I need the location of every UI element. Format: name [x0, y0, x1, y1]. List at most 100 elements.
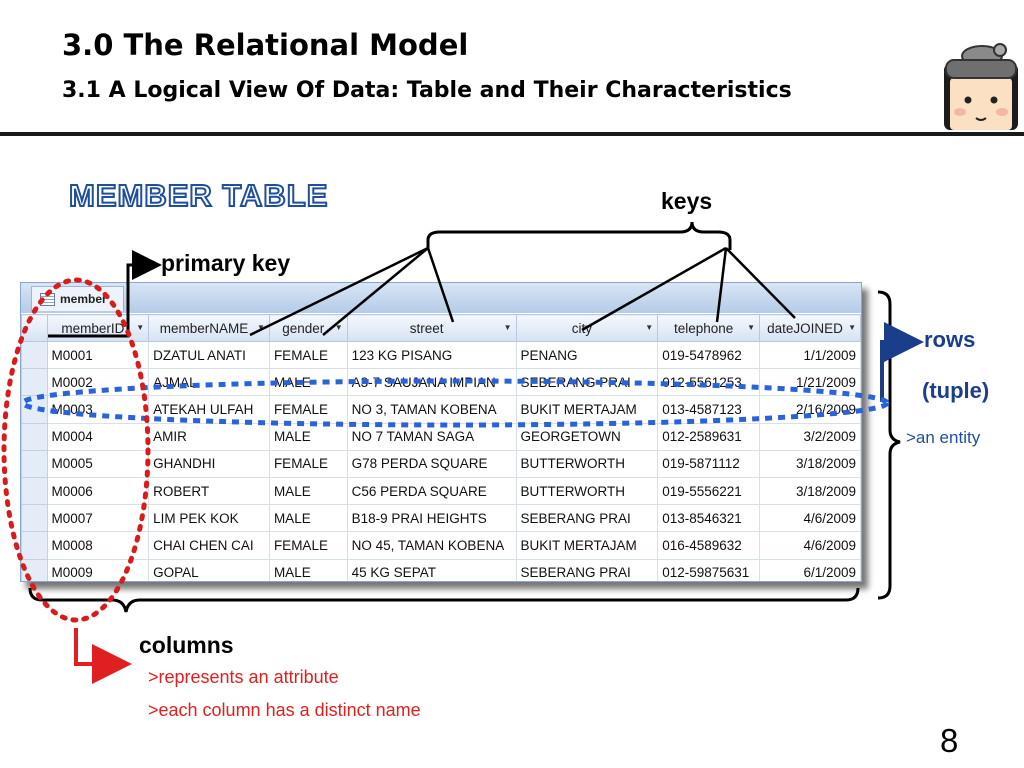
- row-selector[interactable]: [21, 449, 48, 478]
- table-cell[interactable]: BUTTERWORTH: [515, 449, 659, 478]
- table-cell[interactable]: 012-2589631: [657, 422, 761, 451]
- row-selector[interactable]: [21, 368, 48, 397]
- table-cell[interactable]: 016-4589632: [657, 531, 761, 560]
- table-cell[interactable]: SEBERANG PRAI: [515, 504, 659, 533]
- table-cell[interactable]: NO 3, TAMAN KOBENA: [346, 395, 517, 424]
- chevron-down-icon[interactable]: ▼: [334, 323, 343, 332]
- table-cell[interactable]: ROBERT: [148, 476, 270, 506]
- table-cell[interactable]: AMIR: [148, 422, 270, 451]
- table-cell[interactable]: LIM PEK KOK: [148, 504, 270, 533]
- table-cell[interactable]: 45 KG SEPAT: [346, 558, 517, 581]
- column-header-datejoined[interactable]: dateJOINED▼: [759, 314, 861, 342]
- table-cell[interactable]: M0003: [46, 395, 150, 424]
- table-cell[interactable]: GOPAL: [148, 558, 270, 581]
- chevron-down-icon[interactable]: ▼: [747, 323, 756, 332]
- table-cell[interactable]: M0001: [46, 340, 150, 370]
- table-cell[interactable]: NO 7 TAMAN SAGA: [346, 422, 517, 451]
- table-cell[interactable]: 012-59875631: [657, 558, 761, 581]
- chevron-down-icon[interactable]: ▼: [257, 323, 265, 332]
- table-cell[interactable]: MALE: [268, 558, 348, 581]
- table-cell[interactable]: G78 PERDA SQUARE: [346, 449, 517, 478]
- table-cell[interactable]: M0008: [46, 531, 150, 560]
- table-cell[interactable]: 012-5561253: [657, 368, 761, 397]
- column-header-street[interactable]: street▼: [346, 314, 517, 342]
- column-header-row: memberID▼memberNAME▼gender▼street▼city▼t…: [21, 314, 861, 342]
- table-cell[interactable]: MALE: [268, 422, 348, 451]
- table-cell[interactable]: M0005: [46, 449, 150, 478]
- table-cell[interactable]: AJMAL: [148, 368, 270, 397]
- table-cell[interactable]: 1/1/2009: [759, 340, 861, 370]
- table-cell[interactable]: MALE: [268, 368, 348, 397]
- table-cell[interactable]: PENANG: [515, 340, 659, 370]
- table-cell[interactable]: BUKIT MERTAJAM: [515, 395, 659, 424]
- table-cell[interactable]: 013-8546321: [657, 504, 761, 533]
- column-header-telephone[interactable]: telephone▼: [657, 314, 761, 342]
- chevron-down-icon[interactable]: ▼: [503, 323, 512, 332]
- chevron-down-icon[interactable]: ▼: [848, 323, 856, 332]
- column-header-gender[interactable]: gender▼: [268, 314, 348, 342]
- table-cell[interactable]: NO 45, TAMAN KOBENA: [346, 531, 517, 560]
- column-header-membername[interactable]: memberNAME▼: [148, 314, 270, 342]
- table-cell[interactable]: M0009: [46, 558, 150, 581]
- chevron-down-icon[interactable]: ▼: [136, 323, 145, 332]
- table-cell[interactable]: BUTTERWORTH: [515, 476, 659, 506]
- table-cell[interactable]: 019-5871112: [657, 449, 761, 478]
- table-cell[interactable]: SEBERANG PRAI: [515, 368, 659, 397]
- table-cell[interactable]: M0006: [46, 476, 150, 506]
- chevron-down-icon[interactable]: ▼: [645, 323, 654, 332]
- table-cell[interactable]: FEMALE: [268, 531, 348, 560]
- table-cell[interactable]: 6/1/2009: [759, 558, 861, 581]
- table-cell[interactable]: GHANDHI: [148, 449, 270, 478]
- row-selector-header[interactable]: [21, 314, 48, 342]
- table-cell[interactable]: A3-7 SAUJANA IMPIAN: [346, 368, 517, 397]
- table-cell[interactable]: 4/6/2009: [759, 531, 861, 560]
- table-cell[interactable]: GEORGETOWN: [515, 422, 659, 451]
- table-cell[interactable]: 019-5556221: [657, 476, 761, 506]
- row-selector[interactable]: [21, 422, 48, 451]
- row-selector[interactable]: [21, 531, 48, 560]
- table-cell[interactable]: 4/6/2009: [759, 504, 861, 533]
- table-cell[interactable]: 2/16/2009: [759, 395, 861, 424]
- table-cell[interactable]: B18-9 PRAI HEIGHTS: [346, 504, 517, 533]
- table-cell[interactable]: 013-4587123: [657, 395, 761, 424]
- table-cell[interactable]: 3/18/2009: [759, 449, 861, 478]
- table-cell[interactable]: M0004: [46, 422, 150, 451]
- table-cell[interactable]: 019-5478962: [657, 340, 761, 370]
- table-cell[interactable]: M0007: [46, 504, 150, 533]
- table-cell[interactable]: FEMALE: [268, 340, 348, 370]
- row-selector[interactable]: [21, 340, 48, 370]
- slide-title: 3.0 The Relational Model: [62, 28, 469, 62]
- row-selector[interactable]: [21, 504, 48, 533]
- table-cell[interactable]: MALE: [268, 504, 348, 533]
- table-cell[interactable]: 3/2/2009: [759, 422, 861, 451]
- column-header-city[interactable]: city▼: [515, 314, 659, 342]
- page-number: 8: [940, 722, 959, 759]
- row-selector[interactable]: [21, 476, 48, 506]
- table-cell[interactable]: C56 PERDA SQUARE: [346, 476, 517, 506]
- column-header-memberid[interactable]: memberID▼: [46, 314, 150, 342]
- table-cell[interactable]: BUKIT MERTAJAM: [515, 531, 659, 560]
- table-cell[interactable]: FEMALE: [268, 395, 348, 424]
- table-cell[interactable]: M0002: [46, 368, 150, 397]
- table-cell[interactable]: 3/18/2009: [759, 476, 861, 506]
- table-cell[interactable]: 1/21/2009: [759, 368, 861, 397]
- table-cell[interactable]: MALE: [268, 476, 348, 506]
- table-cell[interactable]: FEMALE: [268, 449, 348, 478]
- table-cell[interactable]: ATEKAH ULFAH: [148, 395, 270, 424]
- table-cell[interactable]: 123 KG PISANG: [346, 340, 517, 370]
- row-selector[interactable]: [21, 395, 48, 424]
- table-tab[interactable]: member: [31, 286, 124, 311]
- table-cell[interactable]: DZATUL ANATI: [148, 340, 270, 370]
- table-cell[interactable]: SEBERANG PRAI: [515, 558, 659, 581]
- row-selector[interactable]: [21, 558, 48, 581]
- table-cell[interactable]: CHAI CHEN CAI: [148, 531, 270, 560]
